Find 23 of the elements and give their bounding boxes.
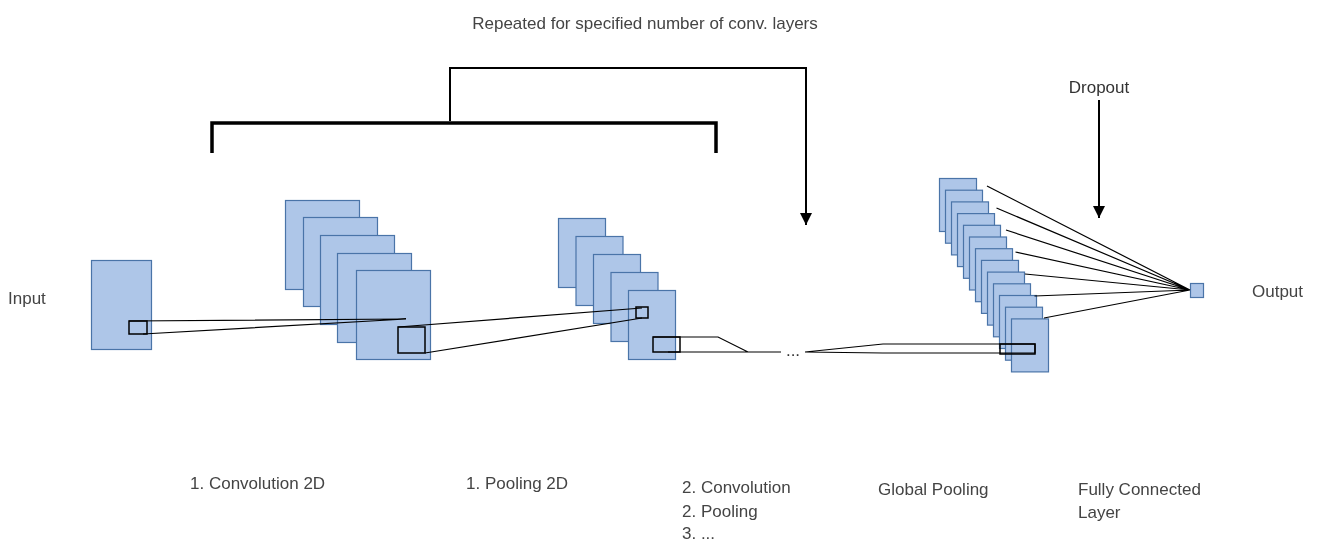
arrow xyxy=(1093,99,1105,219)
connection-line xyxy=(804,343,1036,354)
feature-map-stack xyxy=(939,178,1049,373)
note-text: Global Pooling xyxy=(878,479,990,501)
node-label: ... xyxy=(785,341,801,361)
feature-map-stack xyxy=(91,260,152,350)
layer-caption: Output xyxy=(1252,282,1304,302)
note-text: 1. Pooling 2D xyxy=(466,473,570,495)
connection-line xyxy=(652,336,782,353)
note-text: 2. Pooling xyxy=(682,501,759,523)
connection-line xyxy=(986,185,1191,319)
note-text: 1. Convolution 2D xyxy=(190,473,327,495)
bracket xyxy=(210,121,718,153)
feature-map-stack xyxy=(1190,283,1204,298)
layer-caption: Input xyxy=(8,289,46,309)
connection-line xyxy=(128,318,407,335)
node-label: Dropout xyxy=(1068,78,1130,98)
note-text: Repeated for specified number of conv. layers xyxy=(471,13,819,35)
note-text: 3. ... xyxy=(682,523,717,540)
note-text: Fully Connected Layer xyxy=(1078,479,1202,524)
feature-map-stack xyxy=(285,200,432,361)
arrow xyxy=(449,67,812,226)
note-text: 2. Convolution xyxy=(682,477,792,499)
